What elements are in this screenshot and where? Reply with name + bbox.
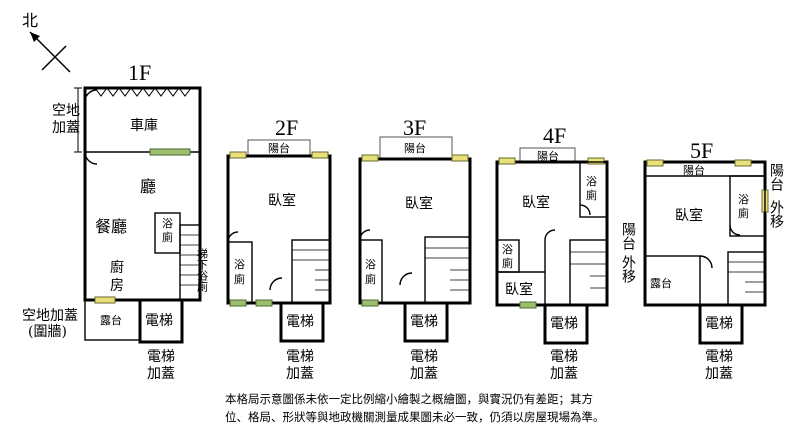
f5-right-balcony-2: 外移: [768, 200, 784, 228]
f4-balcony-label: 陽台: [537, 149, 559, 163]
f5-bath-label-1: 浴: [738, 193, 749, 206]
addon-3f-line2: 加蓋: [410, 366, 438, 382]
f4-bedroom-label-2: 臥室: [505, 281, 533, 298]
f4-bath-label-3: 浴: [502, 243, 513, 256]
f5-elevator-label: 電梯: [705, 316, 733, 332]
disclaimer-line-1: 本格局示意圖係未依一定比例縮小繪製之概繪圖，與實況仍有差距；其方: [225, 392, 593, 406]
stair-bath-label: 梯下浴廁: [196, 248, 209, 293]
floor-1f: 1F 車庫 廳 餐廳 廚 房 浴: [22, 60, 209, 344]
addon-2f-line1: 電梯: [286, 349, 314, 365]
enclosure-paren: (圍牆): [28, 324, 67, 340]
f4-bath-label-1: 浴: [586, 175, 597, 188]
north-label: 北: [22, 11, 38, 30]
f5-balcony-label: 陽台: [683, 163, 705, 177]
f2-balcony-label: 陽台: [268, 141, 290, 155]
f3-bath-label-2: 廁: [365, 272, 376, 286]
f5-left-balcony-1: 陽台: [620, 222, 636, 250]
open-space-label-2: 加蓋: [52, 120, 80, 136]
f5-terrace-label: 露台: [650, 276, 672, 290]
floor-5f-title: 5F: [690, 138, 713, 163]
f2-bath-label-2: 廁: [234, 272, 245, 286]
floor-2f: 2F 陽台 臥室 浴 廁 電梯: [226, 115, 332, 343]
addon-2f-line2: 加蓋: [286, 366, 314, 382]
floor-3f-title: 3F: [403, 115, 426, 140]
floor-3f: 3F 陽台 臥室 浴 廁 電梯: [358, 115, 472, 343]
kitchen-label-2: 房: [110, 278, 124, 294]
open-space-label-1: 空地: [52, 103, 80, 119]
addon-4f-line2: 加蓋: [550, 366, 578, 382]
f1-elevator-label: 電梯: [145, 313, 173, 329]
addon-1f-line1: 電梯: [147, 349, 175, 365]
f5-right-balcony-1: 陽台: [768, 163, 784, 191]
f2-bedroom-label: 臥室: [268, 192, 296, 209]
f3-bath-label-1: 浴: [365, 258, 376, 271]
f2-bath-label-1: 浴: [234, 258, 245, 271]
dining-label: 餐廳: [95, 217, 127, 236]
floor-2f-title: 2F: [275, 115, 298, 140]
north-compass: 北: [22, 11, 71, 73]
f4-bath-label-2: 廁: [586, 188, 597, 202]
floor-1f-title: 1F: [128, 60, 151, 85]
f4-bedroom-label-1: 臥室: [522, 194, 550, 211]
kitchen-label-1: 廚: [110, 259, 124, 276]
f3-balcony-label: 陽台: [404, 141, 426, 155]
disclaimer-line-2: 位、格局、形狀等與地政機關測量成果圖未必一致，仍須以房屋現場為準。: [225, 410, 605, 424]
floor-5f: 5F 陽台 臥室 浴 廁 露台 電梯 陽台 外移 陽台 外移: [620, 138, 784, 345]
floor-4f-title: 4F: [543, 123, 566, 148]
garage-label: 車庫: [130, 117, 158, 134]
f1-terrace-label: 露台: [100, 313, 122, 327]
floor-4f: 4F 陽台 臥室 浴 廁 浴 廁 臥室 電梯: [495, 123, 609, 345]
addon-4f-line1: 電梯: [550, 349, 578, 365]
hall-label: 廳: [140, 177, 156, 196]
addon-5f-line2: 加蓋: [705, 366, 733, 382]
addon-1f-line2: 加蓋: [147, 366, 175, 382]
addon-3f-line1: 電梯: [410, 349, 438, 365]
f1-bath-label-2: 廁: [162, 230, 173, 244]
f3-bedroom-label: 臥室: [405, 195, 433, 212]
f5-bedroom-label: 臥室: [675, 207, 703, 224]
f1-bath-label-1: 浴: [162, 217, 173, 230]
f5-bath-label-2: 廁: [738, 206, 749, 220]
f3-elevator-label: 電梯: [410, 314, 438, 330]
enclosure-label: 空地加蓋: [22, 308, 78, 324]
f4-elevator-label: 電梯: [550, 316, 578, 332]
f4-bath-label-4: 廁: [502, 256, 513, 270]
addon-5f-line1: 電梯: [705, 349, 733, 365]
f2-elevator-label: 電梯: [286, 314, 314, 330]
f5-left-balcony-2: 外移: [620, 255, 636, 283]
elevator-addons: 電梯 加蓋 電梯 加蓋 電梯 加蓋 電梯 加蓋 電梯 加蓋: [147, 349, 733, 382]
